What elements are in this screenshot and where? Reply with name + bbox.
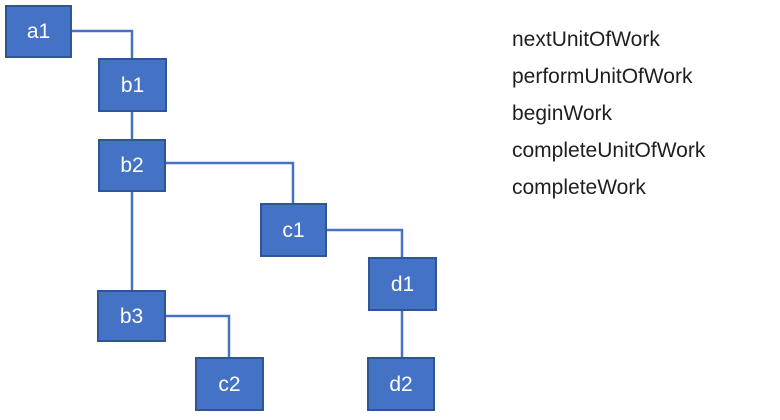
node-label: d2 <box>389 372 413 396</box>
function-name-list: nextUnitOfWork performUnitOfWork beginWo… <box>512 21 705 206</box>
function-name-completeUnitOfWork: completeUnitOfWork <box>512 139 706 162</box>
node-label: b1 <box>120 73 145 97</box>
node-c1: c1 <box>260 203 327 257</box>
function-name-beginWork: beginWork <box>512 102 612 125</box>
node-b3: b3 <box>97 290 166 342</box>
node-label: c1 <box>282 218 305 242</box>
node-b1: b1 <box>98 58 167 112</box>
function-name-performUnitOfWork: performUnitOfWork <box>512 65 693 88</box>
node-label: b2 <box>120 154 144 177</box>
node-label: c2 <box>218 372 241 396</box>
node-d2: d2 <box>367 357 435 411</box>
node-a1: a1 <box>5 5 72 58</box>
connector-c1-d1 <box>327 228 404 257</box>
connector-a1-b1 <box>72 29 134 58</box>
node-label: a1 <box>26 20 51 43</box>
node-d1: d1 <box>368 257 437 311</box>
function-name-completeWork: completeWork <box>512 176 646 199</box>
node-c2: c2 <box>195 357 264 411</box>
function-name-nextUnitOfWork: nextUnitOfWork <box>512 28 660 51</box>
connector-b3-c2 <box>166 314 231 357</box>
node-label: b3 <box>119 304 144 328</box>
connector-b2-c1 <box>166 161 295 203</box>
node-b2: b2 <box>98 139 166 192</box>
node-label: d1 <box>390 272 415 296</box>
